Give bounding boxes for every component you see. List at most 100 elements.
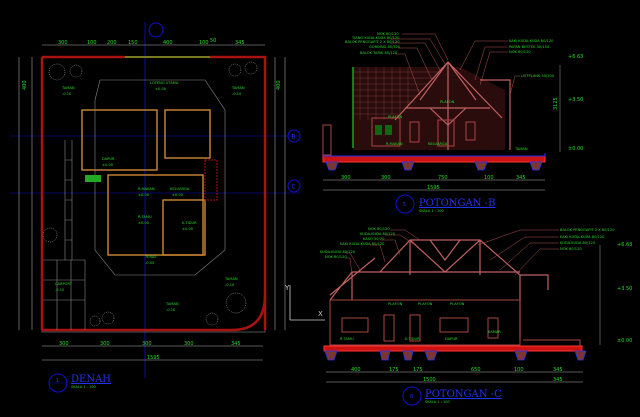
label-section_c-total_right: 345 xyxy=(553,377,563,383)
site-boundary xyxy=(41,56,266,333)
label-plan-rooms-0-level: -0.10 xyxy=(62,92,72,96)
label-plan-rooms-4-level: ±0.00 xyxy=(138,193,150,197)
label-plan-rooms-5-name: KELUARGA xyxy=(170,187,190,191)
section-marker-c xyxy=(287,179,301,193)
label-section_c-labels_right-0: BALOK PENGGAPIT 2 X 80/120 xyxy=(560,228,615,232)
label-plan-top_dims-1: 100 xyxy=(87,40,97,46)
section-marker-c-label: C xyxy=(292,184,296,191)
label-ucs-x: X xyxy=(318,310,323,318)
label-plan-total: 1595 xyxy=(147,355,160,361)
label-section_b-dims-4: 345 xyxy=(516,175,526,181)
label-section_b-labels_left-4: BALOK TARIK 80/120 xyxy=(360,51,398,55)
label-ucs-y: Y xyxy=(284,284,290,292)
label-section_b-levels-0: +6.63 xyxy=(568,54,583,60)
section-b-labels: NOK 80/120 TIANG KUDA-KUDA 80/120 BALOK … xyxy=(345,32,555,151)
label-plan-rooms-8-name: TERAS xyxy=(144,255,157,259)
label-plan-rooms-7-name: K.TIDUR xyxy=(182,221,197,225)
label-plan-rooms-1-name: LOTENG UTAMA xyxy=(150,81,179,85)
label-section_b-dims-0: 300 xyxy=(341,175,351,181)
ucs-icon: Y X xyxy=(284,284,325,321)
label-section_b-dims-1: 300 xyxy=(381,175,391,181)
label-section_b-levels-2: ±0.00 xyxy=(568,146,583,152)
label-section_c-rooms-6: KAMAR xyxy=(488,330,501,334)
boundary-wall xyxy=(40,55,267,330)
label-plan-rooms-10-name: TAMAN xyxy=(165,302,179,306)
label-plan-rooms-11-level: -0.10 xyxy=(225,283,235,287)
label-section_b-labels_left-2: BALOK PENGGAPIT 2 X 80/120 xyxy=(345,40,400,44)
label-plan-bottom_dims-4: 345 xyxy=(231,341,241,347)
label-plan-top_dims-2: 200 xyxy=(107,40,117,46)
label-section_c-dims-0: 400 xyxy=(351,367,361,373)
label-section_c-rooms-1: PLAFON xyxy=(418,302,433,306)
label-plan-rooms-7-level: ±0.00 xyxy=(182,227,194,231)
label-plan-top_dims-0: 300 xyxy=(58,40,68,46)
section-marker-b xyxy=(287,129,301,143)
section-c-levels: +6.63+3.50 ±0.00 xyxy=(617,242,632,344)
label-section_c-labels_right-2: KUDA-KUDA 80/120 xyxy=(560,241,596,245)
label-section_c-number: 6 xyxy=(410,394,413,400)
label-section_c-rooms-4: K.TIDUR xyxy=(405,337,420,341)
label-plan-bottom_dims-3: 300 xyxy=(184,341,194,347)
label-section_b-scale: SKALA 1 : 100 xyxy=(419,209,444,213)
interior-walls xyxy=(43,79,226,330)
label-plan-rooms-11-name: TAMAN xyxy=(224,277,238,281)
label-section_c-dims-4: 100 xyxy=(514,367,524,373)
tree-icons xyxy=(42,61,258,327)
label-section_c-scale: SKALA 1 : 100 xyxy=(425,400,450,404)
label-section_c-rooms-5: DAPUR xyxy=(445,337,458,341)
label-plan-rooms-9-name: CARPORT xyxy=(55,282,73,286)
plan-title: DENAH xyxy=(71,374,111,385)
label-section_b-total: 1595 xyxy=(427,185,440,191)
label-section_c-rooms-3: R.TAMU xyxy=(340,337,354,341)
label-plan-bottom_dims-2: 300 xyxy=(142,341,152,347)
section-c-title: POTONGAN -C xyxy=(425,389,502,400)
label-section_b-height: 3125 xyxy=(553,97,559,110)
front-wall xyxy=(42,294,267,332)
label-plan-rooms-9-level: -0.10 xyxy=(55,288,65,292)
section-b-levels: +6.63 +3.50 ±0.00 3125 xyxy=(553,54,583,152)
label-plan-rooms-5-level: ±0.00 xyxy=(172,193,184,197)
section-b: +6.63 +3.50 ±0.00 3125 NOK 80/120 TIANG K… xyxy=(322,32,583,214)
section-marker-b-label: B xyxy=(292,134,296,141)
label-section_c-labels_left-0: NOK 80/120 xyxy=(368,227,390,231)
label-section_b-rooms-1: PLAFON xyxy=(388,115,403,119)
label-plan-rooms-6-level: ±0.00 xyxy=(138,221,150,225)
label-section_c-labels_left-2: KASO 50/70 xyxy=(363,237,385,241)
label-section_b-labels_left-0: NOK 80/120 xyxy=(377,32,399,36)
bottom-dimensions: 300 300 300 300 345 1595 xyxy=(59,341,241,361)
label-plan-top_dims-5: 100 xyxy=(199,40,209,46)
label-section_b-levels-1: +3.50 xyxy=(568,97,583,103)
section-c: +6.63+3.50 ±0.00 NOK 80/120 KUDA-KUDA 80… xyxy=(320,227,632,406)
label-section_c-dims-1: 175 xyxy=(389,367,399,373)
label-plan-bottom_dims-0: 300 xyxy=(59,341,69,347)
label-plan-rooms-10-level: -0.10 xyxy=(166,308,176,312)
section-c-labels: NOK 80/120 KUDA-KUDA 80/120 KASO 50/70 K… xyxy=(320,227,615,341)
label-section_c-labels_right-3: NOK 80/120 xyxy=(560,247,582,251)
label-section_b-labels_right-0: KAKI KUDA-KUDA 80/120 xyxy=(509,39,554,43)
label-section_b-dims-2: 750 xyxy=(438,175,448,181)
label-plan-rooms-2-name: TAMAN xyxy=(231,86,245,90)
label-section_b-rooms-2: R.MAKAN xyxy=(386,142,403,146)
label-section_b-number: 5 xyxy=(403,202,406,208)
label-section_c-levels-2: ±0.00 xyxy=(617,338,632,344)
label-plan-top_dims-7: 345 xyxy=(235,40,245,46)
label-plan-bottom_dims-1: 300 xyxy=(100,341,110,347)
label-section_b-rooms-3: KELUARGA xyxy=(428,142,448,146)
section-b-title: POTONGAN -B xyxy=(419,198,495,209)
label-section_c-total: 1500 xyxy=(423,377,436,383)
label-section_c-rooms-2: PLAFON xyxy=(450,302,465,306)
label-section_b-rooms-0: PLAFON xyxy=(440,100,455,104)
label-plan-rooms-0-name: TAMAN xyxy=(61,86,75,90)
label-plan-number: 1 xyxy=(56,378,59,384)
label-plan-side_dims-1: 400 xyxy=(276,80,282,90)
label-section_b-labels_left-3: GORDING 80/120 xyxy=(369,45,401,49)
label-plan-rooms-6-name: R.TAMU xyxy=(138,215,152,219)
label-section_c-dims-5: 345 xyxy=(553,367,563,373)
label-section_c-dims-2: 175 xyxy=(413,367,423,373)
label-plan-top_dims-4: 400 xyxy=(163,40,173,46)
label-plan-rooms-8-level: -0.05 xyxy=(145,261,154,265)
